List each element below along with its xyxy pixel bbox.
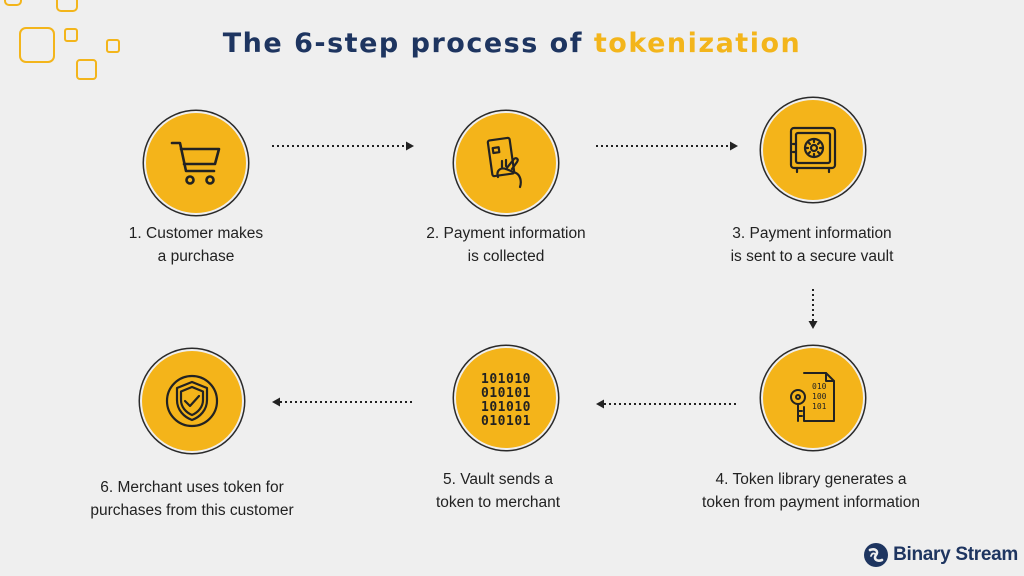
doc-binary-2: 100 bbox=[812, 392, 827, 401]
title-accent: tokenization bbox=[593, 28, 802, 59]
decorative-square bbox=[106, 39, 120, 53]
binary-stream-logo-icon bbox=[864, 543, 889, 567]
binary-row-2: 010101 bbox=[481, 386, 531, 401]
decorative-square bbox=[56, 0, 78, 12]
arrow-step1-to-step2 bbox=[272, 141, 414, 151]
step-4-label-line2: token from payment information bbox=[702, 494, 920, 511]
step-3-label-line1: 3. Payment information bbox=[732, 225, 892, 242]
safe-vault-icon bbox=[789, 126, 837, 174]
step-2-circle bbox=[456, 113, 556, 213]
decorative-square bbox=[4, 0, 22, 6]
logo-text: Binary Stream bbox=[893, 544, 1018, 565]
step-5-label-line2: token to merchant bbox=[435, 494, 561, 511]
step-2-label-line1: 2. Payment information bbox=[426, 225, 586, 242]
step-4-label: 4. Token library generates a token from … bbox=[675, 468, 947, 514]
step-1-label-line1: 1. Customer makes bbox=[128, 225, 264, 242]
shield-check-icon bbox=[165, 374, 219, 428]
binary-row-4: 010101 bbox=[481, 414, 531, 428]
step-6-label: 6. Merchant uses token for purchases fro… bbox=[62, 476, 322, 522]
title-main: The 6-step process of bbox=[222, 28, 583, 59]
decorative-square bbox=[76, 59, 97, 80]
doc-binary-3: 101 bbox=[812, 402, 827, 411]
step-1-label-line2: a purchase bbox=[157, 248, 235, 265]
step-4-circle: 010 100 101 bbox=[763, 348, 863, 448]
step-1-label: 1. Customer makes a purchase bbox=[66, 222, 326, 268]
key-document-icon: 010 100 101 bbox=[790, 372, 835, 422]
arrow-step3-to-step4 bbox=[808, 289, 818, 329]
step-1-circle bbox=[146, 113, 246, 213]
step-3-circle bbox=[763, 100, 863, 200]
step-6-label-line2: purchases from this customer bbox=[90, 502, 294, 519]
arrow-step2-to-step3 bbox=[596, 141, 738, 151]
step-2-label: 2. Payment information is collected bbox=[376, 222, 636, 268]
binary-row-3: 101010 bbox=[481, 400, 531, 415]
decorative-square bbox=[64, 28, 78, 42]
credit-card-hand-icon bbox=[486, 136, 522, 189]
binary-stream-logo: Binary Stream bbox=[863, 542, 1018, 568]
step-6-circle bbox=[142, 351, 242, 451]
step-3-label-line2: is sent to a secure vault bbox=[730, 248, 894, 265]
page-title: The 6-step process of tokenization bbox=[0, 28, 1024, 59]
step-5-label: 5. Vault sends a token to merchant bbox=[368, 468, 628, 514]
binary-row-1: 101010 bbox=[481, 372, 531, 387]
decorative-square bbox=[19, 27, 55, 63]
step-3-label: 3. Payment information is sent to a secu… bbox=[682, 222, 942, 268]
binary-code-icon: 101010 010101 101010 010101 bbox=[481, 372, 531, 428]
shopping-cart-icon bbox=[170, 141, 221, 185]
step-4-label-line1: 4. Token library generates a bbox=[715, 471, 907, 488]
step-6-label-line1: 6. Merchant uses token for bbox=[100, 479, 284, 496]
step-5-circle: 101010 010101 101010 010101 bbox=[456, 348, 556, 448]
arrow-step5-to-step6 bbox=[272, 397, 414, 407]
arrow-step4-to-step5 bbox=[596, 399, 738, 409]
doc-binary-1: 010 bbox=[812, 382, 827, 391]
step-5-label-line1: 5. Vault sends a bbox=[442, 471, 553, 488]
step-2-label-line2: is collected bbox=[467, 248, 545, 265]
